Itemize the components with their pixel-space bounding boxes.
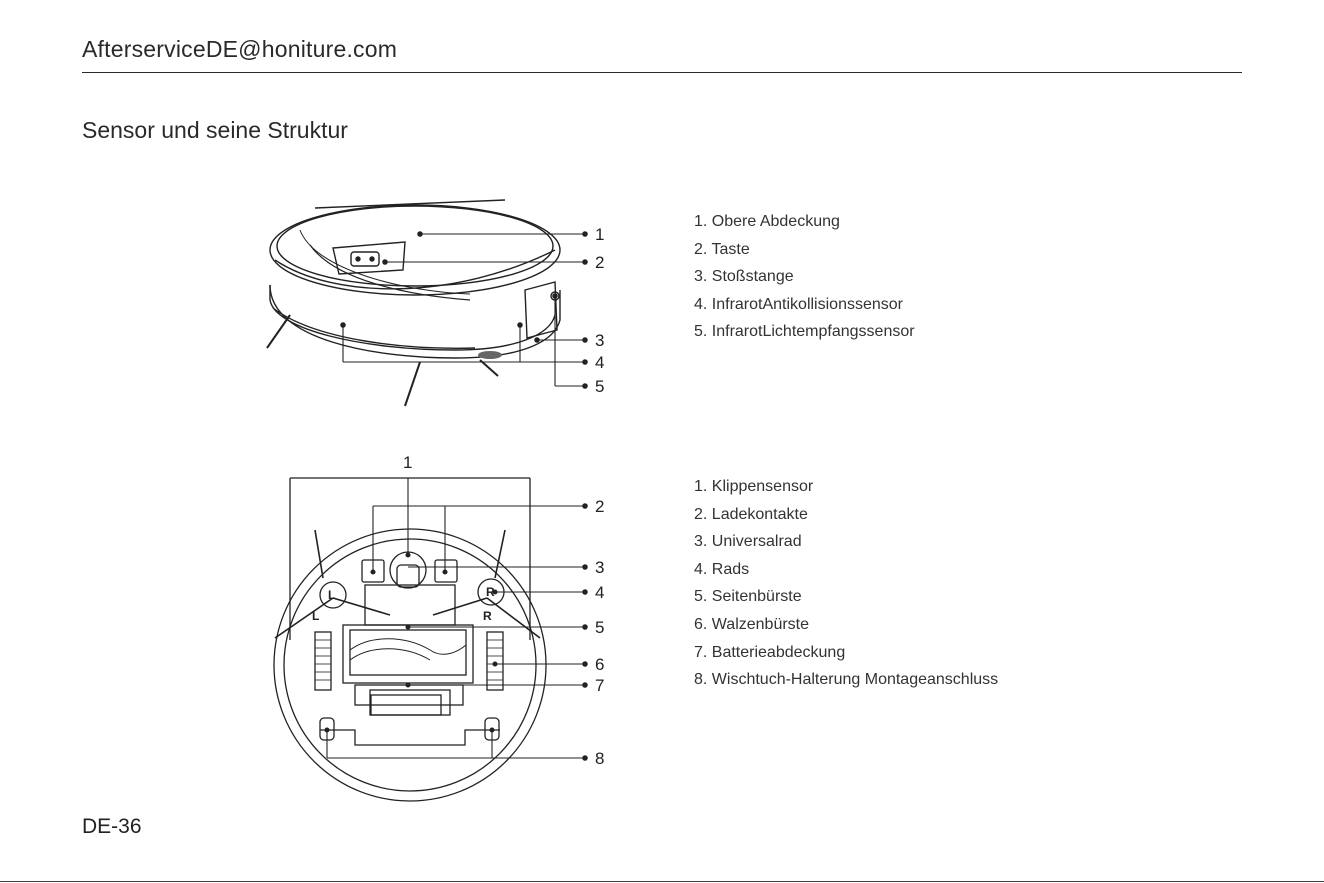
wheel-right-mark: R [486,585,495,599]
top-callout-1: 1 [595,225,604,244]
bottom-legend-item: 3. Universalrad [694,533,802,551]
robot-bottom-view-diagram: L R L R 1 2 3 4 5 6 7 8 [255,450,635,805]
header-email: AfterserviceDE@honiture.com [82,36,398,62]
bottom-callout-6: 6 [595,655,604,674]
body-left-mark: L [312,609,319,623]
top-legend-item: 1. Obere Abdeckung [694,213,840,230]
top-callout-4: 4 [595,353,604,372]
wheel-left-mark: L [328,588,335,602]
bottom-legend-item: 8. Wischtuch-Halterung Montageanschluss [694,671,999,689]
top-legend-item: 5. InfrarotLichtempfangssensor [694,323,915,341]
section-title: Sensor und seine Struktur [82,117,348,143]
bottom-callout-8: 8 [595,749,604,768]
bottom-callout-5: 5 [595,618,604,637]
top-legend-list: 1. Obere Abdeckung 2. Taste 3. Stoßstang… [694,208,915,346]
robot-top-view-illustration: 1 2 3 4 5 [266,199,604,407]
bottom-legend-item: 5. Seitenbürste [694,588,802,606]
bottom-divider [0,881,1324,882]
top-legend-item: 2. Taste [694,240,750,258]
bottom-legend-item: 7. Batterieabdeckung [694,643,846,661]
page-number: DE-36 [82,815,142,838]
body-right-mark: R [483,609,492,623]
header-divider [82,72,1242,73]
bottom-legend-item: 2. Ladekontakte [694,505,808,523]
top-legend-item: 4. InfrarotAntikollisionssensor [694,295,903,313]
bottom-callout-3: 3 [595,558,604,577]
top-callout-2: 2 [595,253,604,272]
bottom-callout-1: 1 [403,453,412,472]
top-callout-5: 5 [595,377,604,396]
top-legend-item: 3. Stoßstange [694,268,794,286]
bottom-legend-item: 4. Rads [694,560,750,578]
robot-top-view-diagram: 1 2 3 4 5 [255,190,635,415]
bottom-callout-4: 4 [595,583,604,602]
bottom-legend-list: 1. Klippensensor 2. Ladekontakte 3. Univ… [694,473,998,694]
bottom-legend-item: 1. Klippensensor [694,478,814,495]
bottom-callout-2: 2 [595,497,604,516]
robot-bottom-view-illustration: L R L R 1 2 3 4 5 6 7 8 [273,453,604,802]
bottom-callout-7: 7 [595,676,604,695]
top-callout-3: 3 [595,331,604,350]
bottom-legend-item: 6. Walzenbürste [694,615,810,633]
